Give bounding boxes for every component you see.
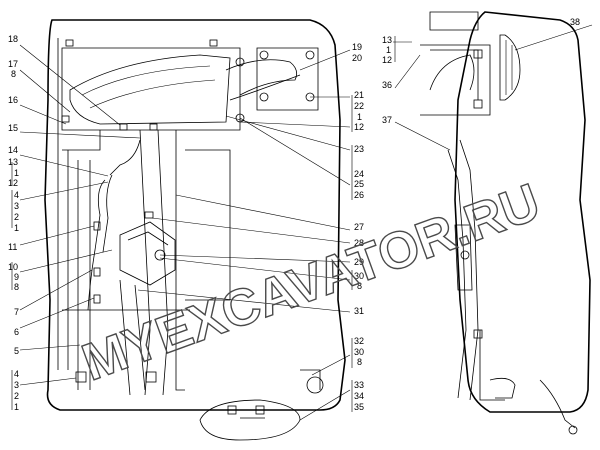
callout-25: 25 (354, 179, 364, 189)
callout-9: 9 (14, 272, 19, 282)
callout-8: 8 (357, 281, 362, 291)
callout-30: 30 (354, 271, 364, 281)
callout-8: 8 (11, 69, 16, 79)
callout-17: 17 (8, 59, 18, 69)
callout-11: 11 (8, 242, 17, 252)
callout-23: 23 (354, 144, 364, 154)
callout-1: 1 (14, 168, 19, 178)
callout-19: 19 (352, 42, 362, 52)
callout-27: 27 (354, 222, 364, 232)
callout-22: 22 (354, 101, 364, 111)
callout-3: 3 (14, 380, 19, 390)
front-view-drawing (44, 19, 346, 441)
side-view-drawing (420, 11, 591, 435)
callout-31: 31 (354, 306, 364, 316)
callout-30: 30 (354, 347, 364, 357)
callout-21: 21 (354, 90, 364, 100)
callout-38: 38 (570, 17, 580, 27)
callout-24: 24 (354, 169, 364, 179)
callout-12: 12 (354, 122, 364, 132)
callout-6: 6 (14, 327, 19, 337)
callout-12: 12 (382, 55, 392, 65)
callout-1: 1 (386, 45, 391, 55)
callout-5: 5 (14, 346, 19, 356)
callout-3: 3 (14, 201, 19, 211)
callout-29: 29 (354, 257, 364, 267)
callout-2: 2 (14, 212, 19, 222)
leader-lines (19, 24, 593, 421)
callout-15: 15 (8, 123, 18, 133)
callout-33: 33 (354, 380, 364, 390)
callout-8: 8 (357, 357, 362, 367)
callout-1: 1 (14, 223, 19, 233)
callout-7: 7 (14, 307, 19, 317)
callout-35: 35 (354, 402, 364, 412)
callout-26: 26 (354, 190, 364, 200)
callout-32: 32 (354, 336, 364, 346)
callout-36: 36 (382, 80, 392, 90)
callout-28: 28 (354, 238, 364, 248)
callout-labels: 18 17 8 16 15 14 13 1 12 4 3 2 1 11 10 9… (8, 17, 580, 412)
callout-34: 34 (354, 391, 364, 401)
callout-16: 16 (8, 95, 18, 105)
callout-4: 4 (14, 190, 19, 200)
callout-12: 12 (8, 178, 18, 188)
callout-4: 4 (14, 369, 19, 379)
callout-1: 1 (357, 112, 362, 122)
callout-1: 1 (14, 402, 19, 412)
callout-14: 14 (8, 145, 18, 155)
callout-2: 2 (14, 391, 19, 401)
callout-13: 13 (382, 35, 392, 45)
callout-10: 10 (8, 262, 18, 272)
callout-8: 8 (14, 282, 19, 292)
callout-37: 37 (382, 115, 392, 125)
callout-13: 13 (8, 157, 18, 167)
callout-brackets (11, 36, 396, 412)
callout-20: 20 (352, 53, 362, 63)
callout-18: 18 (8, 34, 18, 44)
